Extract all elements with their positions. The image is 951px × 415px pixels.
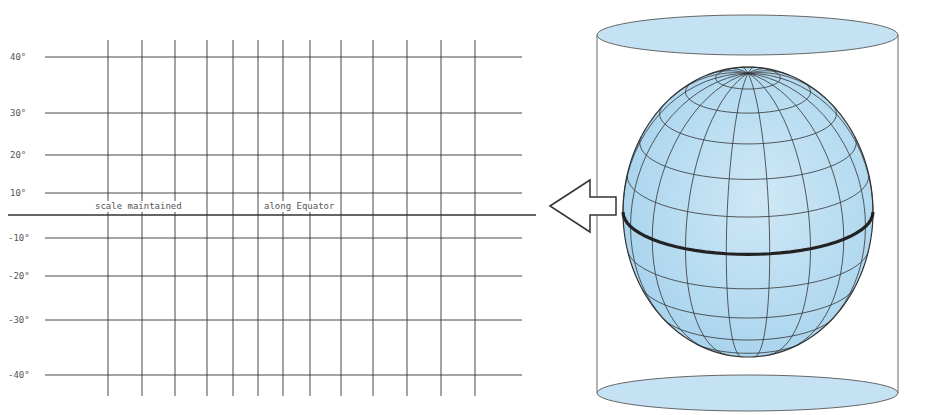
globe-graticule	[640, 136, 857, 179]
globe-sphere	[623, 67, 873, 357]
projection-arrow	[550, 180, 616, 232]
latitude-label: 40°	[8, 52, 28, 63]
latitude-label: 10°	[8, 188, 28, 199]
meridian-line	[258, 40, 259, 396]
meridian-line	[407, 40, 408, 396]
meridian-line	[233, 40, 234, 396]
globe-graticule	[641, 288, 854, 318]
meridian-line	[175, 40, 176, 396]
latitude-label: -30°	[6, 315, 32, 326]
globe-graticule	[686, 73, 749, 355]
meridian-line	[475, 40, 476, 396]
latitude-label: 20°	[8, 150, 28, 161]
globe-graticule	[652, 73, 748, 349]
cylinder-base	[597, 375, 898, 411]
globe-graticule	[664, 319, 832, 340]
equator-line	[8, 214, 536, 216]
globe-graticule	[726, 73, 748, 356]
parallel-line	[45, 375, 522, 376]
cylinder-side	[898, 35, 899, 393]
globe-graticule	[748, 73, 770, 356]
cylinder	[597, 15, 898, 411]
latitude-label: -20°	[6, 271, 32, 282]
parallel-line	[45, 57, 522, 58]
globe	[623, 67, 873, 357]
meridian-line	[341, 40, 342, 396]
meridian-line	[283, 40, 284, 396]
globe-graticule	[686, 81, 811, 113]
latitude-label: -10°	[6, 233, 32, 244]
parallel-line	[45, 238, 522, 239]
meridian-line	[207, 40, 208, 396]
parallel-line	[45, 193, 522, 194]
meridian-line	[310, 40, 311, 396]
equator-note: scale maintained	[93, 201, 184, 212]
equator-note: along Equator	[262, 201, 336, 212]
globe-equator	[623, 212, 873, 254]
globe-graticule	[716, 67, 781, 89]
parallel-line	[45, 320, 522, 321]
map-grid	[8, 40, 536, 396]
globe-graticule	[748, 73, 826, 99]
parallel-line	[45, 155, 522, 156]
latitude-label: 30°	[8, 108, 28, 119]
meridian-line	[142, 40, 143, 396]
parallel-line	[45, 113, 522, 114]
cylinder-top	[597, 15, 898, 55]
parallel-line	[45, 276, 522, 277]
globe-graticule	[748, 73, 844, 349]
globe-graticule	[660, 105, 837, 144]
globe-graticule	[748, 73, 811, 355]
globe-graticule	[748, 71, 789, 75]
globe-graticule	[695, 343, 801, 353]
meridian-line	[441, 40, 442, 396]
meridian-line	[108, 40, 109, 396]
meridian-line	[373, 40, 374, 396]
latitude-label: -40°	[6, 370, 32, 381]
globe-graticule	[628, 251, 869, 289]
